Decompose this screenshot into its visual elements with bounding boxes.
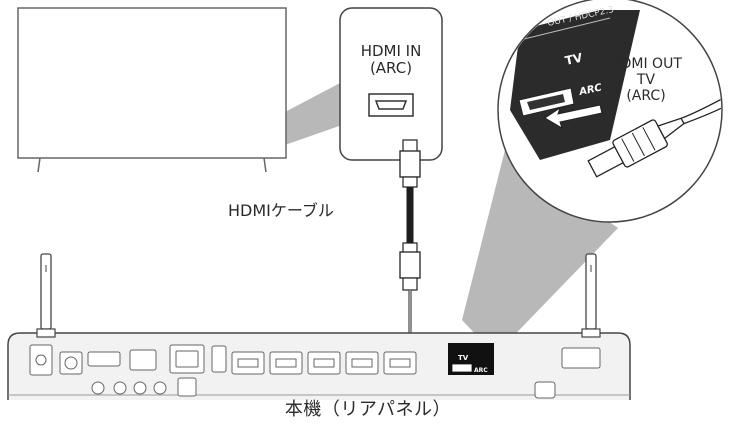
hdmi-cable-label: HDMIケーブル (228, 201, 334, 220)
cable-bottom-plug-body (399, 251, 421, 279)
zoom-tv-text: TV (564, 50, 585, 67)
insert-arrow (544, 104, 603, 130)
zoom-hdmi-port-inner (527, 94, 565, 110)
rear-connectors (29, 344, 601, 399)
panel-hdmi-out-label: TV ARC (448, 343, 494, 375)
cable-bottom-plug-tip (402, 277, 418, 291)
antenna-right (581, 253, 601, 338)
zoom-hdmi-plug (587, 98, 721, 178)
tv-foot-right (263, 157, 267, 173)
panel-hdmi-port (451, 363, 473, 373)
tv-callout-wedge (285, 82, 342, 145)
cable-top-plug-tip (402, 139, 418, 153)
receiver-rear-panel: TV ARC (7, 253, 631, 400)
hdmi-out-label: HDMI OUT TV (ARC) (600, 56, 692, 104)
antenna-left (36, 253, 56, 338)
zoom-panel-dark (510, 10, 640, 160)
tv-foot-left (37, 157, 41, 173)
hdmi-in-label-line2: (ARC) (369, 59, 413, 78)
cable-top-plug-body (399, 150, 421, 178)
hdmi-in-label-line1: HDMI IN (360, 42, 422, 60)
zoom-circle: OUT / HDCP2.3 TV ARC (497, 0, 723, 223)
hdmi-in-box (339, 7, 443, 161)
hdmi-out-label-line3: (ARC) (626, 88, 666, 105)
television (17, 7, 287, 173)
hdmi-out-label-line1: HDMI OUT (610, 56, 682, 72)
hdmi-port-icon (368, 93, 414, 117)
hdmi-in-label: HDMI IN (ARC) (340, 42, 442, 78)
rear-panel-caption: 本機（リアパネル） (284, 399, 452, 420)
zoom-arc-text: ARC (577, 82, 603, 98)
panel-arc-text: ARC (474, 367, 488, 374)
tv-screen (17, 7, 287, 159)
panel-tv-text: TV (458, 354, 469, 362)
hdmi-out-label-line2: TV (636, 72, 656, 89)
